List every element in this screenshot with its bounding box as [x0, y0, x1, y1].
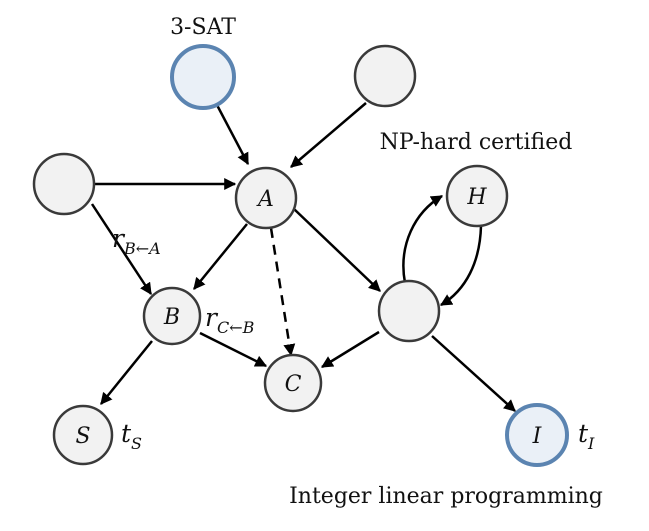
- node-i: [505, 403, 569, 467]
- node-b: [142, 286, 202, 346]
- node-label-s: S: [75, 424, 90, 449]
- edge-label-r-b-a: rB←A: [112, 224, 161, 258]
- edge-a-to-b: [193, 223, 248, 290]
- edge-label-r-c-b-main: r: [205, 303, 219, 332]
- nodes: [32, 44, 569, 467]
- caption-integer-linear-programming: Integer linear programming: [289, 484, 603, 509]
- node-annotation-t-s-main: t: [121, 419, 132, 448]
- node-label-c: C: [285, 372, 302, 397]
- edge-label-r-c-b-sub: C←B: [217, 318, 255, 337]
- node-m: [377, 279, 441, 343]
- edge-q-to-a: [290, 102, 367, 168]
- edge-m-to-h: [402, 194, 444, 284]
- edge-m-to-i: [431, 335, 516, 412]
- node-h: [445, 164, 509, 228]
- caption-np-hard: NP-hard certified: [380, 130, 573, 155]
- node-c: [263, 353, 323, 413]
- edge-a-to-c-dashed: [269, 227, 296, 357]
- node-a: [234, 166, 298, 230]
- edge-b-to-c: [199, 331, 268, 368]
- edge-label-r-b-a-main: r: [112, 224, 126, 253]
- edge-label-r-c-b: rC←B: [205, 303, 255, 337]
- edge-3sat-to-a: [215, 104, 250, 166]
- edge-label-r-b-a-sub: B←A: [123, 239, 161, 258]
- node-3sat: [170, 44, 236, 110]
- node-s: [52, 404, 114, 466]
- edges: [90, 102, 516, 412]
- edge-l-to-b: [90, 203, 153, 296]
- node-annotation-t-s-sub: S: [131, 434, 142, 453]
- node-q: [353, 44, 417, 108]
- node-l: [32, 152, 96, 216]
- node-labels: A B C H I S: [75, 185, 542, 449]
- edge-a-to-m: [293, 208, 381, 292]
- node-label-i: I: [532, 424, 543, 449]
- edge-h-to-m: [439, 225, 483, 307]
- edge-m-to-c: [320, 330, 380, 369]
- node-annotation-t-i-main: t: [578, 419, 589, 448]
- node-label-b: B: [163, 305, 180, 330]
- node-annotation-t-i: tI: [578, 419, 595, 453]
- node-label-a: A: [256, 187, 274, 212]
- node-annotation-t-i-sub: I: [587, 434, 595, 453]
- node-annotation-t-s: tS: [121, 419, 142, 453]
- caption-3sat: 3-SAT: [170, 15, 236, 40]
- edge-b-to-s: [100, 340, 153, 405]
- node-label-h: H: [466, 185, 487, 210]
